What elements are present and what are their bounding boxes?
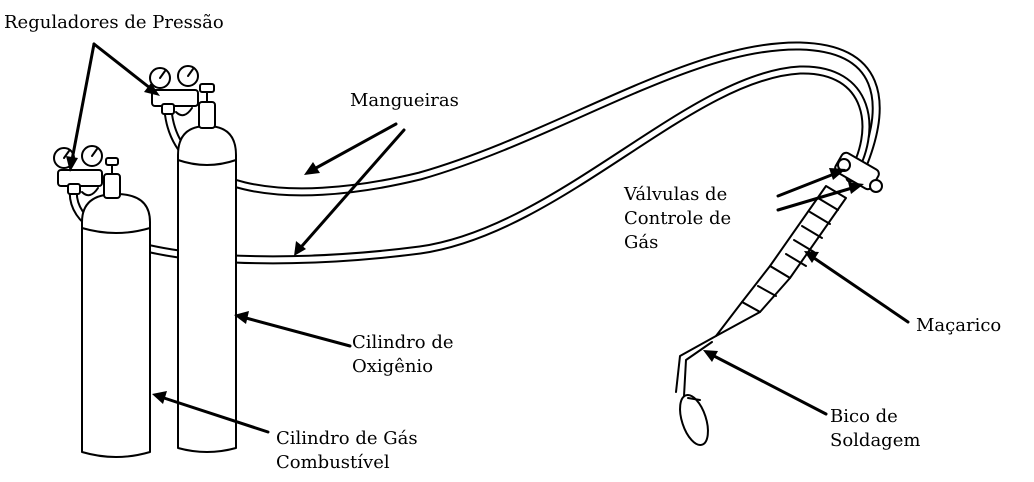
- regulators-label: Reguladores de Pressão: [4, 12, 224, 33]
- tip-label: Bico de Soldagem: [830, 405, 920, 453]
- oxygen-cylinder-label-line-2: Oxigênio: [352, 356, 434, 377]
- tip-label-line-2: Soldagem: [830, 430, 921, 451]
- valves-label: Válvulas de Controle de Gás: [624, 183, 731, 255]
- oxygen-cylinder: [177, 83, 237, 453]
- fuel-cylinder-label: Cilindro de Gás Combustível: [276, 427, 418, 475]
- hoses-label: Mangueiras: [350, 90, 459, 111]
- hose-oxygen: [163, 41, 881, 197]
- valves-label-line-2: Controle de: [624, 208, 732, 229]
- valves-label-line-3: Gás: [624, 232, 659, 253]
- oxygen-regulator: [149, 65, 199, 117]
- fuel-gas-cylinder: [81, 157, 151, 458]
- torch: [675, 151, 883, 447]
- hose-fuel-inner: [70, 67, 869, 263]
- oxygen-cylinder-label-line-1: Cilindro de: [352, 332, 454, 353]
- fuel-cylinder-label-line-2: Combustível: [276, 452, 390, 473]
- fuel-regulator: [53, 145, 103, 197]
- tip-label-line-1: Bico de: [830, 406, 898, 427]
- welding-tip: [679, 393, 709, 447]
- fuel-cylinder-label-line-1: Cilindro de Gás: [276, 428, 418, 449]
- hoses: [68, 41, 881, 265]
- oxygen-cylinder-label: Cilindro de Oxigênio: [352, 331, 454, 379]
- callout-arrows: [66, 42, 910, 434]
- hose-oxygen-inner: [165, 43, 879, 195]
- valves-label-line-1: Válvulas de: [624, 184, 728, 205]
- torch-label: Maçarico: [916, 315, 1002, 336]
